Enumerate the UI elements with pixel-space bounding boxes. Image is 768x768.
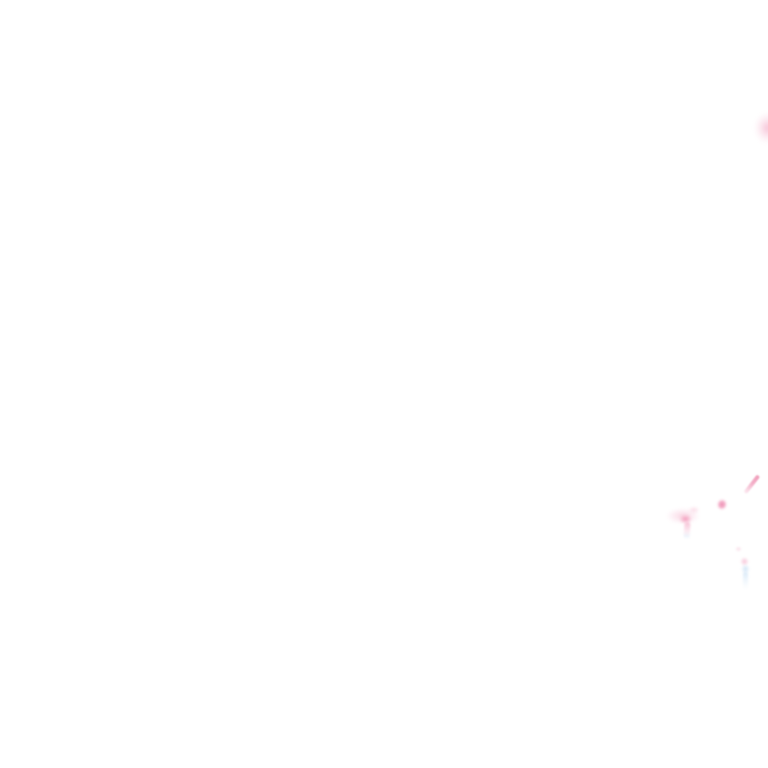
speck-cluster-mark: [735, 545, 755, 591]
speck-blue-streak: [743, 572, 748, 589]
petal-smudge-core: [679, 514, 692, 524]
petal-smudge-tail: [683, 521, 691, 540]
pink-dot-mark: [714, 496, 730, 513]
petal-smudge-light-area: [666, 508, 700, 524]
diagonal-streak-mark: [743, 474, 761, 495]
petal-smudge-wing: [688, 506, 700, 514]
petal-smudge-mark: [666, 506, 702, 540]
edge-petal-blob: [754, 112, 768, 144]
speck-pink: [740, 557, 749, 566]
speck-micro: [736, 547, 741, 551]
speck-blue: [741, 564, 750, 574]
